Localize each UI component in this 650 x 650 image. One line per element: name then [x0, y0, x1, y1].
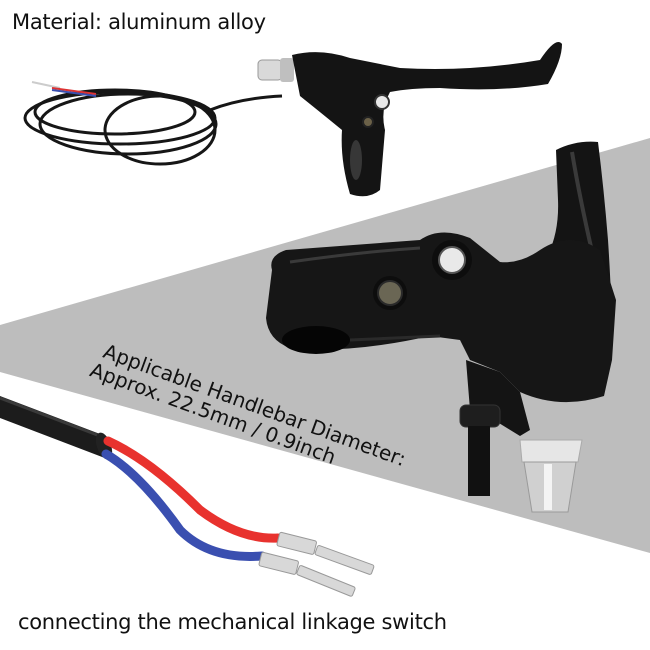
linkage-caption: connecting the mechanical linkage switch — [18, 610, 447, 634]
small-lever-icon — [23, 42, 562, 197]
large-lever-icon — [266, 141, 616, 513]
wire-closeup-icon — [0, 396, 375, 597]
material-caption: Material: aluminum alloy — [12, 10, 266, 34]
